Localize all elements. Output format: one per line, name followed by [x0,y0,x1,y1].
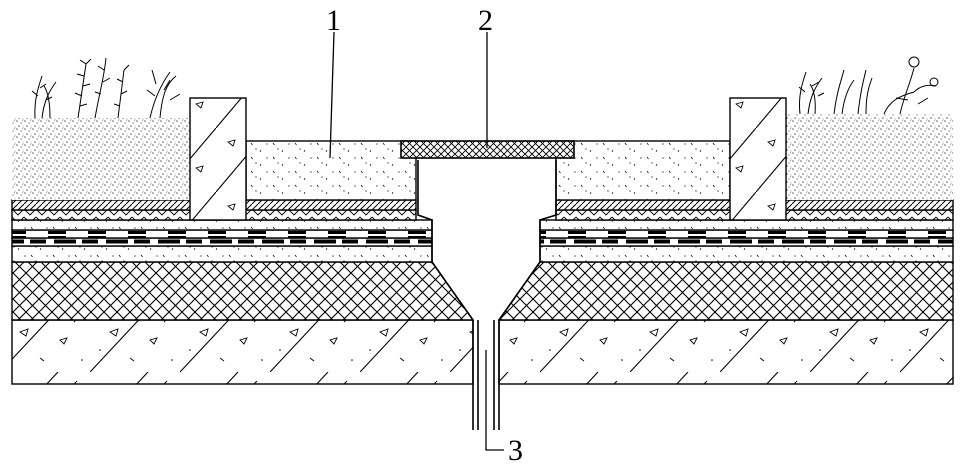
callout-label-1: 1 [326,4,341,37]
callouts [329,31,504,451]
waterproof-membrane-right [539,237,954,247]
screed-layer-right [539,245,954,263]
drain-body-left-wall [417,160,474,430]
gravel-strip-right [555,140,731,201]
structural-slab-right [498,319,954,385]
protection-screed-left [11,219,433,231]
soil-substrate-right [786,114,953,200]
drain-body-right-wall [498,160,557,430]
leader-line-1 [329,31,335,159]
soil-substrate-left [12,118,190,200]
plants-left [31,57,181,119]
roof-drain [400,140,575,430]
curb-left [189,97,247,221]
callout-label-2: 2 [478,4,493,37]
insulation-layer-left [11,261,475,321]
plants-right [798,56,939,115]
leader-line-3 [485,350,504,451]
membrane-upper-left [11,229,433,239]
screed-layer-left [11,245,433,263]
insulation-layer-right [497,261,954,321]
callout-label-3: 3 [508,434,523,467]
protection-screed-right [539,219,954,231]
structural-slab-left [11,319,474,385]
gravel-strip-left [245,140,417,201]
waterproof-membrane-left [11,237,433,247]
curb-right [729,97,787,221]
membrane-upper-right [539,229,954,239]
